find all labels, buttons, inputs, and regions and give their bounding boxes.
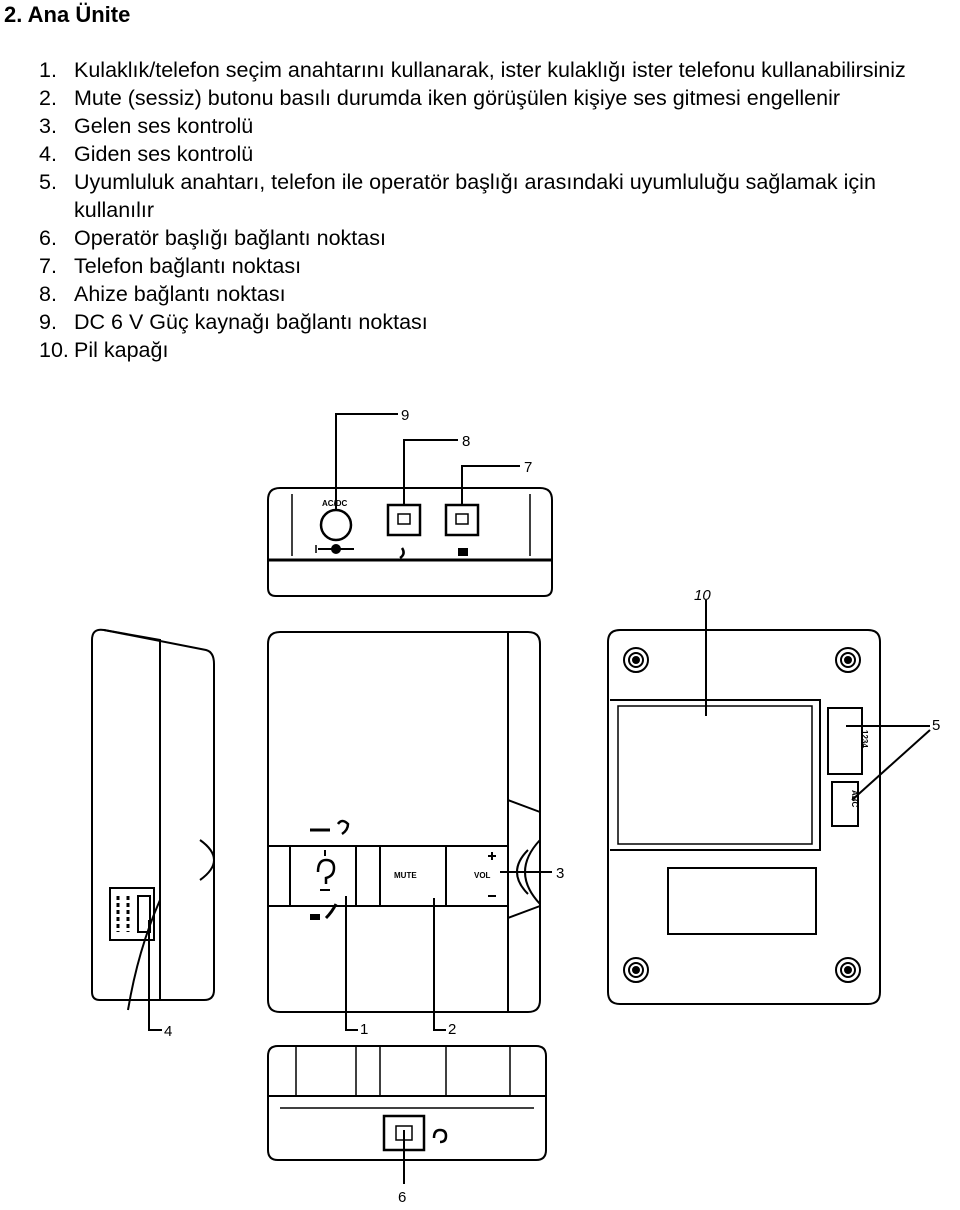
top-view: AC/DC: [267, 413, 553, 597]
item-text: Gelen ses kontrolü: [74, 114, 254, 138]
item-text: DC 6 V Güç kaynağı bağlantı noktası: [74, 310, 428, 334]
screw-holes: [623, 647, 861, 983]
item-number: 5.: [39, 170, 57, 194]
section-heading: 2. Ana Ünite: [4, 2, 131, 27]
item-number: 3.: [39, 114, 57, 138]
mute-button: [379, 845, 447, 907]
item-number: 2.: [39, 86, 57, 110]
item-text: Kulaklık/telefon seçim anahtarını kullan…: [74, 58, 906, 82]
item-number: 8.: [39, 282, 57, 306]
feature-list: 1. Kulaklık/telefon seçim anahtarını kull…: [0, 56, 960, 364]
mute-label: MUTE: [394, 871, 417, 880]
handset-icon: [324, 903, 338, 920]
item-number: 10.: [39, 338, 69, 362]
callout-7: 7: [524, 459, 532, 476]
item-number: 1.: [39, 58, 57, 82]
list-item: 3. Gelen ses kontrolü: [0, 112, 960, 140]
item-text: Operatör başlığı bağlantı noktası: [74, 226, 386, 250]
handset-port: [386, 503, 422, 560]
handset-icon: [399, 547, 405, 560]
side-view: [91, 628, 215, 1031]
volume-label: VOL: [474, 871, 491, 880]
callout-8: 8: [462, 433, 470, 450]
list-item: 5. Uyumluluk anahtarı, telefon ile operat…: [0, 168, 960, 224]
headset-icon: [336, 819, 350, 836]
list-item: 9. DC 6 V Güç kaynağı bağlantı noktası: [0, 308, 960, 336]
list-item: 2. Mute (sessiz) butonu basılı durumda ik…: [0, 84, 960, 112]
callout-9: 9: [401, 407, 409, 424]
callout-10: 10: [694, 587, 711, 604]
item-text: Pil kapağı: [74, 338, 169, 362]
callout-labels: 9 8 7 10 5 3 4 1 2 6: [164, 407, 940, 1206]
dc-label: AC/DC: [322, 499, 348, 508]
list-item: 4. Giden ses kontrolü: [0, 140, 960, 168]
item-number: 4.: [39, 142, 57, 166]
item-number: 6.: [39, 226, 57, 250]
callout-3: 3: [556, 865, 564, 882]
front-view: MUTE VOL: [267, 631, 552, 1031]
power-plug-icon: [315, 544, 354, 554]
list-item: 6. Operatör başlığı bağlantı noktası: [0, 224, 960, 252]
callout-6: 6: [398, 1189, 406, 1206]
list-item: 1. Kulaklık/telefon seçim anahtarını kull…: [0, 56, 960, 84]
item-text: Giden ses kontrolü: [74, 142, 254, 166]
item-number: 7.: [39, 254, 57, 278]
switch-label-numeric: 1234: [860, 730, 869, 748]
compatibility-switch: [827, 707, 863, 775]
callout-1: 1: [360, 1021, 368, 1038]
list-item: 8. Ahize bağlantı noktası: [0, 280, 960, 308]
headset-handset-switch: [310, 819, 350, 920]
phone-icon: [458, 548, 468, 556]
callout-5: 5: [932, 717, 940, 734]
headset-icon: [432, 1128, 448, 1144]
item-number: 9.: [39, 310, 57, 334]
telephone-port: [444, 503, 480, 556]
back-view: 1234 ABC: [607, 600, 931, 1005]
callout-4: 4: [164, 1023, 172, 1040]
item-text: Uyumluluk anahtarı, telefon ile operatör…: [74, 170, 876, 222]
headset-icon: [316, 858, 336, 884]
callout-2: 2: [448, 1021, 456, 1038]
item-text: Mute (sessiz) butonu basılı durumda iken…: [74, 86, 841, 110]
battery-cover: [610, 699, 821, 851]
item-text: Ahize bağlantı noktası: [74, 282, 286, 306]
list-item: 7. Telefon bağlantı noktası: [0, 252, 960, 280]
list-item: 10.Pil kapağı: [0, 336, 960, 364]
device-diagram: AC/DC: [0, 400, 960, 1210]
item-text: Telefon bağlantı noktası: [74, 254, 302, 278]
bottom-view: [267, 1045, 547, 1184]
